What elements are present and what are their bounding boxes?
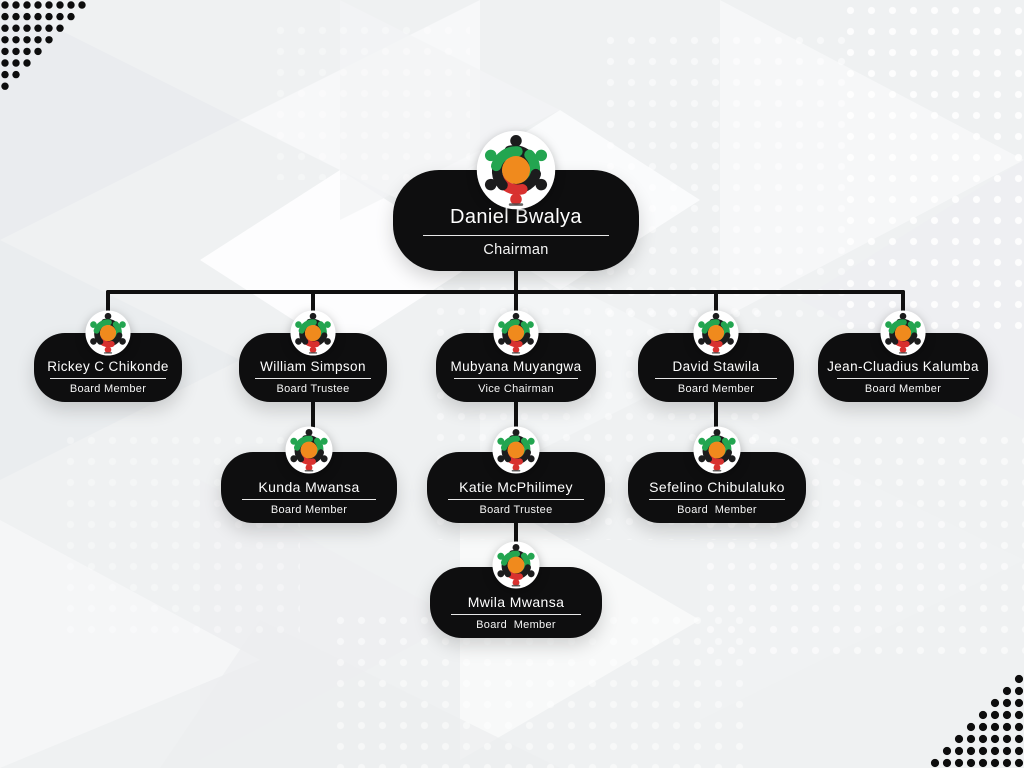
org-node-william-simpson: William Simpson Board Trustee xyxy=(239,310,387,402)
name-divider xyxy=(50,378,166,379)
name-divider xyxy=(836,378,970,379)
connector-bus-horizontal xyxy=(106,290,905,294)
org-node-mwila-mwansa: Mwila Mwansa Board Member xyxy=(430,541,602,638)
org-node-mubyana-muyangwa: Mubyana Muyangwa Vice Chairman xyxy=(436,310,596,402)
member-name: William Simpson xyxy=(260,359,366,374)
member-name: Mwila Mwansa xyxy=(467,594,565,610)
community-people-logo-icon xyxy=(880,310,926,356)
connector-root-vertical xyxy=(514,256,518,293)
org-node-kunda-mwansa: Kunda Mwansa Board Member xyxy=(221,426,397,523)
name-divider xyxy=(423,235,609,236)
connector-katie-mwila xyxy=(514,513,518,553)
org-node-david-stawila: David Stawila Board Member xyxy=(638,310,794,402)
org-node-sefelino-chibulaluko: Sefelino Chibulaluko Board Member xyxy=(628,426,806,523)
member-title: Board Member xyxy=(677,383,755,395)
community-people-logo-icon xyxy=(285,426,333,474)
community-people-logo-icon xyxy=(85,310,131,356)
community-people-logo-icon xyxy=(476,130,556,210)
member-name: Katie McPhilimey xyxy=(459,479,573,495)
org-node-rickey-c-chikonde: Rickey C Chikonde Board Member xyxy=(34,310,182,402)
member-title: Board Member xyxy=(270,504,348,516)
name-divider xyxy=(453,378,579,379)
org-node-jean-cluadius-kalumba: Jean-Cluadius Kalumba Board Member xyxy=(818,310,988,402)
member-title: Board Trustee xyxy=(479,504,553,516)
member-name: Sefelino Chibulaluko xyxy=(649,479,785,495)
member-title: Board Member xyxy=(864,383,942,395)
connector-drop-william xyxy=(311,290,315,316)
name-divider xyxy=(448,499,584,500)
community-people-logo-icon xyxy=(492,426,540,474)
org-node-katie-mcphilimey: Katie McPhilimey Board Trustee xyxy=(427,426,605,523)
member-name: Kunda Mwansa xyxy=(258,479,360,495)
name-divider xyxy=(655,378,777,379)
name-divider xyxy=(450,614,582,615)
connector-mubyana-katie xyxy=(514,392,518,434)
member-title: Board Member xyxy=(677,504,757,516)
community-people-logo-icon xyxy=(693,426,741,474)
member-name: Rickey C Chikonde xyxy=(47,359,169,374)
member-title: Board Member xyxy=(69,383,147,395)
name-divider xyxy=(649,499,785,500)
member-name: Daniel Bwalya xyxy=(450,206,582,228)
community-people-logo-icon xyxy=(493,310,539,356)
connector-drop-mubyana xyxy=(514,290,518,316)
connector-drop-rickey xyxy=(106,290,110,316)
member-title: Chairman xyxy=(483,242,549,258)
member-title: Vice Chairman xyxy=(478,383,554,395)
member-name: Jean-Cluadius Kalumba xyxy=(827,359,979,374)
name-divider xyxy=(255,378,371,379)
connector-william-kunda xyxy=(311,392,315,434)
community-people-logo-icon xyxy=(693,310,739,356)
member-title: Board Member xyxy=(476,619,556,631)
community-people-logo-icon xyxy=(290,310,336,356)
member-title: Board Trustee xyxy=(276,383,350,395)
community-people-logo-icon xyxy=(492,541,540,589)
connector-david-sefelino xyxy=(714,392,718,434)
member-name: Mubyana Muyangwa xyxy=(450,359,582,374)
org-node-daniel-bwalya: Daniel Bwalya Chairman xyxy=(393,130,639,271)
name-divider xyxy=(242,499,376,500)
member-name: David Stawila xyxy=(672,359,760,374)
